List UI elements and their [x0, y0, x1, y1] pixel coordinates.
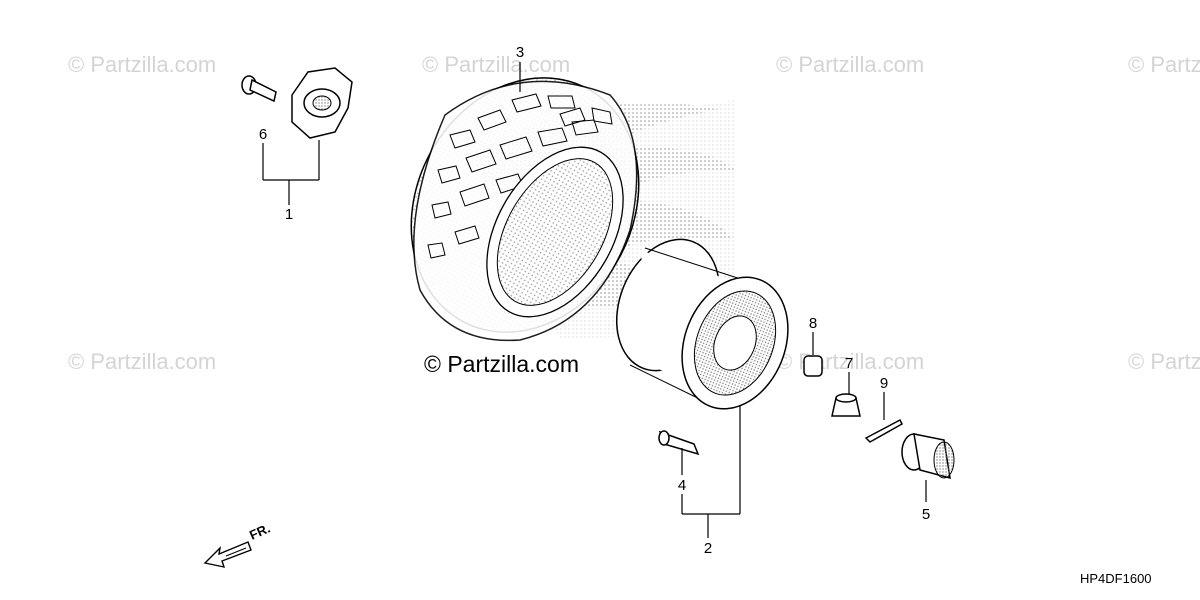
callout-8: 8 — [809, 315, 817, 332]
callout-2: 2 — [704, 540, 712, 557]
watermark-text: © Partzilla.com — [422, 52, 570, 77]
callout-3: 3 — [516, 44, 524, 61]
callout-7: 7 — [845, 355, 853, 372]
direction-label: FR. — [247, 521, 272, 543]
hub-plate — [291, 67, 353, 139]
hub-bolt — [241, 75, 277, 103]
watermark-text: © Partzilla.com — [776, 349, 924, 374]
castle-nut — [831, 393, 861, 417]
watermark-text: © Partzilla.com — [1128, 349, 1200, 374]
watermark-text: © Partzilla.com — [68, 52, 216, 77]
callout-4: 4 — [678, 477, 686, 494]
wheel-rim — [615, 238, 789, 410]
callout-5: 5 — [922, 506, 930, 523]
tread-pattern — [427, 93, 613, 259]
watermark-text: © Partzilla.com — [68, 349, 216, 374]
watermark-text: © Partzilla.com — [776, 52, 924, 77]
watermark-text: © Partzilla.com — [1128, 52, 1200, 77]
leader-lines — [262, 62, 927, 538]
valve-stem — [658, 430, 700, 456]
wheel-hub — [901, 433, 955, 480]
diagram-code: HP4DF1600 — [1080, 571, 1152, 586]
cotter-pin — [864, 418, 903, 443]
tire — [410, 77, 640, 342]
watermark-main: © Partzilla.com — [424, 351, 579, 377]
watermark-group: © Partzilla.com © Partzilla.com © Partzi… — [68, 52, 1200, 374]
callout-6: 6 — [259, 126, 267, 143]
callout-1: 1 — [285, 206, 293, 223]
nut-8 — [803, 355, 823, 377]
callout-9: 9 — [880, 375, 888, 392]
front-direction-arrow-icon: FR. — [203, 521, 272, 568]
